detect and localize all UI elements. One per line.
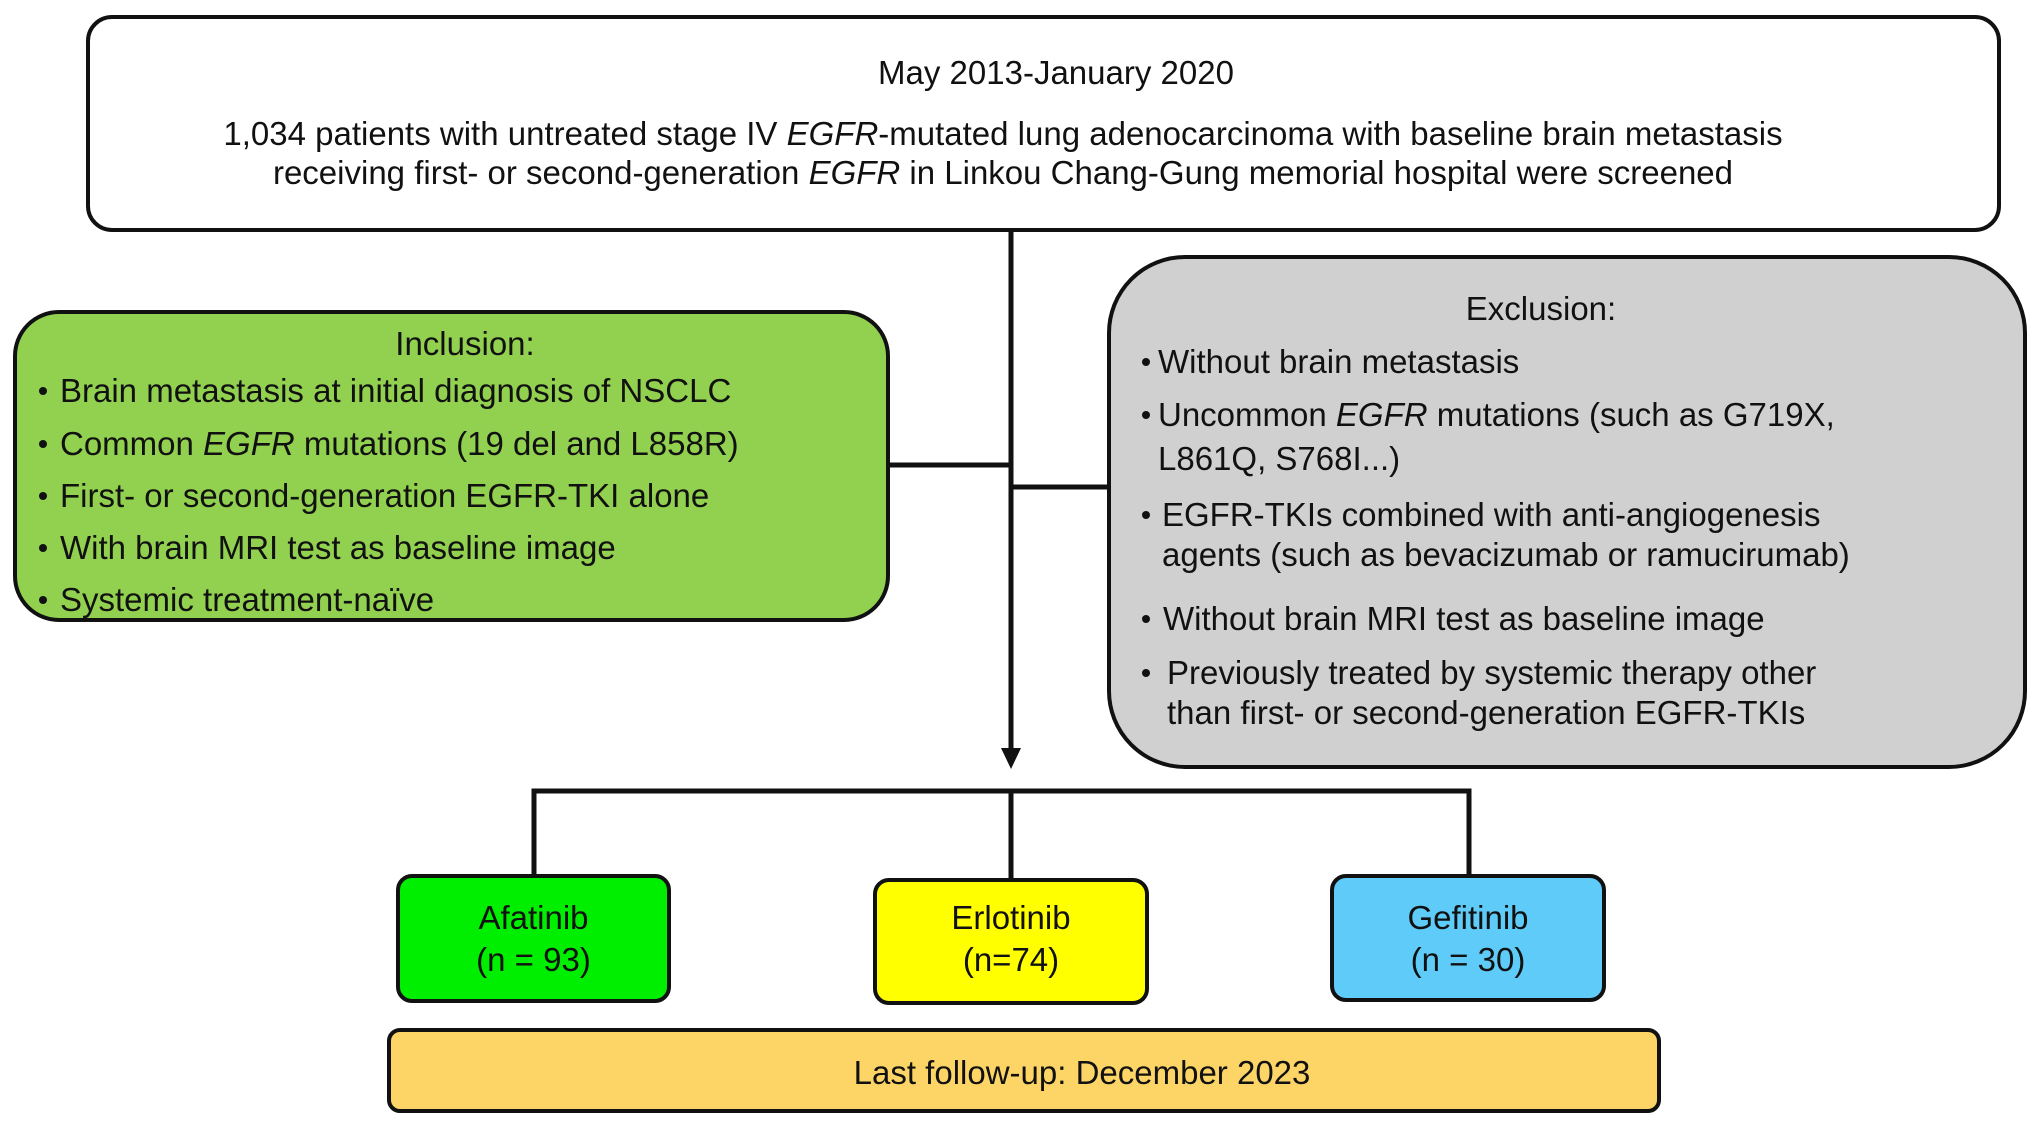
exclusion-item-line: L861Q, S768I...) [1158,440,1401,477]
bullet-icon [1142,358,1150,366]
egfr-term: EGFR [808,154,901,191]
text-segment: mutations (19 del and L858R) [294,425,739,462]
bullet-icon [1142,615,1150,623]
follow-up-box: Last follow-up: December 2023 [387,1028,1661,1113]
egfr-term: EGFR [203,425,295,462]
exclusion-item-line: than first- or second-generation EGFR-TK… [1167,694,1806,731]
connector-group [531,230,1472,880]
inclusion-box: Inclusion: Brain metastasis at initial d… [13,310,890,622]
exclusion-item: Previously treated by systemic therapy o… [1142,653,1817,733]
text-segment: 1,034 patients with untreated stage IV [223,115,787,152]
bullet-icon [39,596,47,604]
text-segment: -mutated lung adenocarcinoma with baseli… [878,115,1783,152]
group-count: (n = 93) [476,941,591,978]
bullet-icon [39,387,47,395]
exclusion-item: Without brain MRI test as baseline image [1142,599,1765,639]
exclusion-item-line: agents (such as bevacizumab or ramucirum… [1162,536,1850,573]
text-segment: Uncommon [1158,396,1336,433]
gefitinib-group-box: Gefitinib (n = 30) [1330,874,1606,1002]
bullet-icon [39,544,47,552]
inclusion-item: First- or second-generation EGFR-TKI alo… [39,476,710,516]
inclusion-item: Systemic treatment-naïve [39,580,435,620]
afatinib-group-box: Afatinib (n = 93) [396,874,671,1003]
inclusion-title: Inclusion: [395,325,535,362]
exclusion-item-line: EGFR-TKIs combined with anti-angiogenesi… [1162,496,1821,533]
screening-box: May 2013-January 2020 1,034 patients wit… [86,15,2001,232]
exclusion-item: Without brain metastasis [1142,342,1520,382]
bullet-icon [39,492,47,500]
egfr-term: EGFR [786,115,879,152]
screening-description-line-1: 1,034 patients with untreated stage IV E… [103,114,1903,154]
group-drug-name: Erlotinib [951,899,1071,936]
inclusion-item: With brain MRI test as baseline image [39,528,616,568]
text-segment: receiving first- or second-generation [272,154,809,191]
text-segment: Common [60,425,204,462]
bullet-icon [1142,411,1150,419]
group-drug-name: Gefitinib [1407,899,1529,936]
group-count: (n=74) [962,941,1060,978]
egfr-term: EGFR [1335,396,1428,433]
bullet-icon [1142,669,1150,677]
exclusion-box: Exclusion: Without brain metastasis Unco… [1107,255,2027,769]
exclusion-item-line: Without brain MRI test as baseline image [1163,600,1765,637]
exclusion-item: Uncommon EGFR mutations (such as G719X, … [1142,395,1835,479]
inclusion-item-text: Systemic treatment-naïve [60,581,435,618]
bullet-icon [39,440,47,448]
group-drug-name: Afatinib [478,899,589,936]
screening-description-line-2: receiving first- or second-generation EG… [103,153,1903,193]
inclusion-item-text: First- or second-generation EGFR-TKI alo… [60,477,710,514]
exclusion-item-line: Uncommon EGFR mutations (such as G719X, [1158,395,1835,435]
inclusion-item-text: Brain metastasis at initial diagnosis of… [60,372,732,409]
exclusion-item-line: Without brain metastasis [1158,343,1520,380]
follow-up-text: Last follow-up: December 2023 [853,1054,1311,1091]
text-segment: mutations (such as G719X, [1427,396,1835,433]
exclusion-title: Exclusion: [1465,290,1617,327]
inclusion-item: Brain metastasis at initial diagnosis of… [39,371,732,411]
inclusion-item: Common EGFR mutations (19 del and L858R) [39,424,739,464]
inclusion-item-text: With brain MRI test as baseline image [60,529,616,566]
erlotinib-group-box: Erlotinib (n=74) [873,878,1149,1005]
group-count: (n = 30) [1410,941,1526,978]
arrow-head [1001,748,1021,769]
bullet-icon [1142,511,1150,519]
text-segment: in Linkou Chang-Gung memorial hospital w… [900,154,1734,191]
exclusion-item: EGFR-TKIs combined with anti-angiogenesi… [1142,495,1850,575]
exclusion-item-line: Previously treated by systemic therapy o… [1167,654,1817,691]
study-period: May 2013-January 2020 [878,54,1234,91]
inclusion-item-text: Common EGFR mutations (19 del and L858R) [60,424,739,464]
